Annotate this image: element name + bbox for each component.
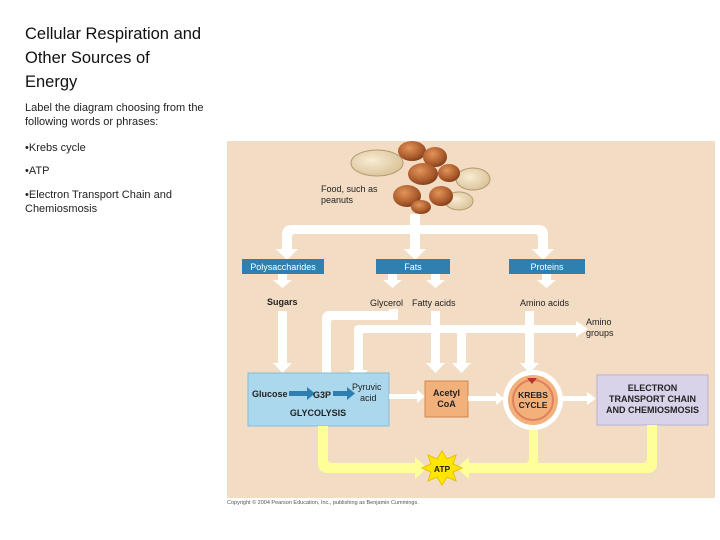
pyruvic-acid-label: Pyruvic: [352, 382, 382, 392]
food-distribution-arrow: [276, 214, 554, 260]
etc-box: [596, 374, 709, 426]
bullet-krebs: •Krebs cycle: [25, 142, 86, 154]
proteins-box: [509, 259, 585, 274]
instruction-line: Label the diagram choosing from the: [25, 102, 204, 114]
slide-title-line: Energy: [25, 73, 78, 91]
copyright-notice: Copyright © 2004 Pearson Education, Inc.…: [227, 500, 419, 506]
g3p-to-pyruvate-arrow: [333, 387, 355, 400]
respiration-diagram: Food, such as peanuts Polysaccharides Fa…: [227, 141, 715, 498]
slide-title: Cellular Respiration and Other Sources o…: [25, 22, 225, 94]
atp-yield-paths: [318, 425, 657, 479]
glucose-to-g3p-arrow: [289, 387, 315, 400]
etc-label: TRANSPORT CHAIN: [609, 394, 696, 404]
slide-title-line: Cellular Respiration and: [25, 25, 202, 43]
acetyl-coa-label: Acetyl: [433, 388, 460, 398]
etc-label: AND CHEMIOSMOSIS: [606, 405, 699, 415]
instructions: Label the diagram choosing from the foll…: [25, 101, 215, 129]
instruction-line: following words or phrases:: [25, 116, 159, 128]
bullet-atp: •ATP: [25, 165, 50, 177]
fats-label: Fats: [404, 262, 422, 272]
krebs-cycle-label: CYCLE: [519, 400, 548, 410]
food-label: peanuts: [321, 195, 354, 205]
acetyl-coa-box: [424, 380, 469, 418]
glycerol-label: Glycerol: [370, 298, 403, 308]
krebs-to-etc-arrow: [563, 392, 596, 405]
bullet-etc: •Electron Transport Chain and: [25, 189, 172, 201]
atp-burst: [420, 450, 464, 486]
food-label: Food, such as: [321, 184, 378, 194]
polysaccharides-box: [242, 259, 324, 274]
bullet-etc-cont: Chemiosmosis: [25, 203, 98, 215]
glucose-label: Glucose: [252, 389, 288, 399]
pyruvic-acid-label: acid: [360, 393, 377, 403]
peanuts-illustration: [350, 141, 491, 214]
pyruvate-to-acetyl-arrow: [389, 390, 425, 403]
proteins-label: Proteins: [530, 262, 564, 272]
metabolic-flow-paths: [273, 309, 588, 383]
amino-groups-label: groups: [586, 328, 614, 338]
sugars-label: Sugars: [267, 297, 298, 307]
krebs-cycle: [503, 370, 563, 430]
polysaccharides-label: Polysaccharides: [250, 262, 316, 272]
acetyl-coa-label: CoA: [437, 399, 456, 409]
acetyl-to-krebs-arrow: [468, 392, 504, 405]
krebs-cycle-label: KREBS: [518, 390, 548, 400]
glycolysis-label: GLYCOLYSIS: [290, 408, 346, 418]
amino-acids-label: Amino acids: [520, 298, 570, 308]
monomer-arrows: [273, 274, 556, 288]
g3p-label: G3P: [313, 390, 331, 400]
etc-label: ELECTRON: [628, 383, 678, 393]
glycolysis-box: [247, 372, 390, 427]
amino-groups-label: Amino: [586, 317, 612, 327]
fats-box: [376, 259, 450, 274]
fatty-acids-label: Fatty acids: [412, 298, 456, 308]
atp-label: ATP: [434, 464, 451, 474]
slide-title-line: Other Sources of: [25, 49, 150, 67]
